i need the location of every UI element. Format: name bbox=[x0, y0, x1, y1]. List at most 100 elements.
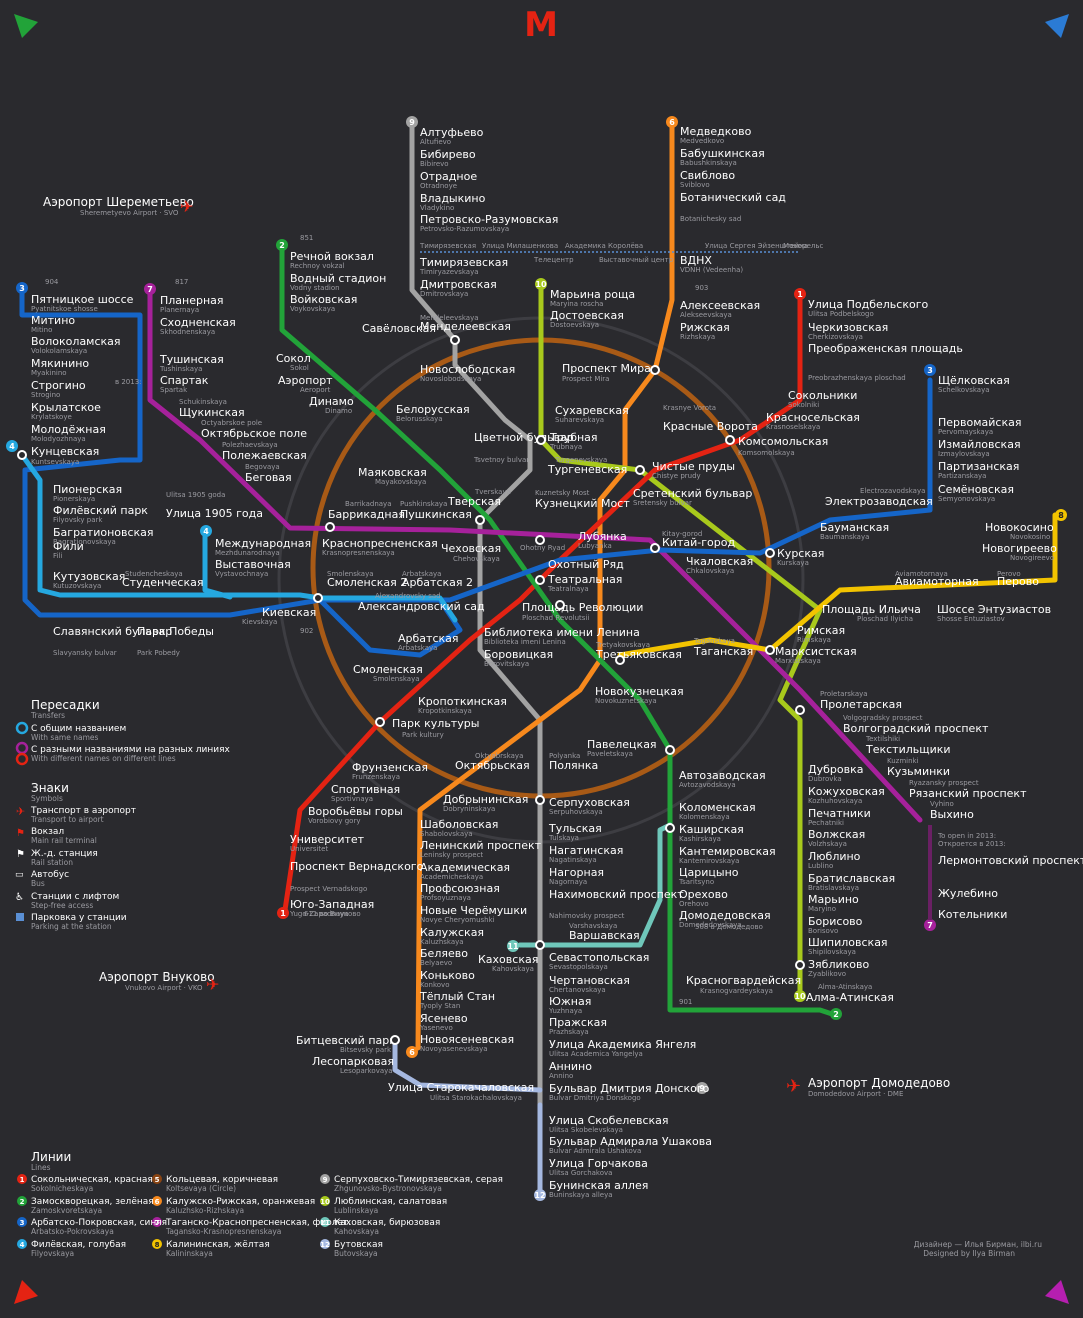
station[interactable]: Савёловская bbox=[362, 322, 436, 335]
